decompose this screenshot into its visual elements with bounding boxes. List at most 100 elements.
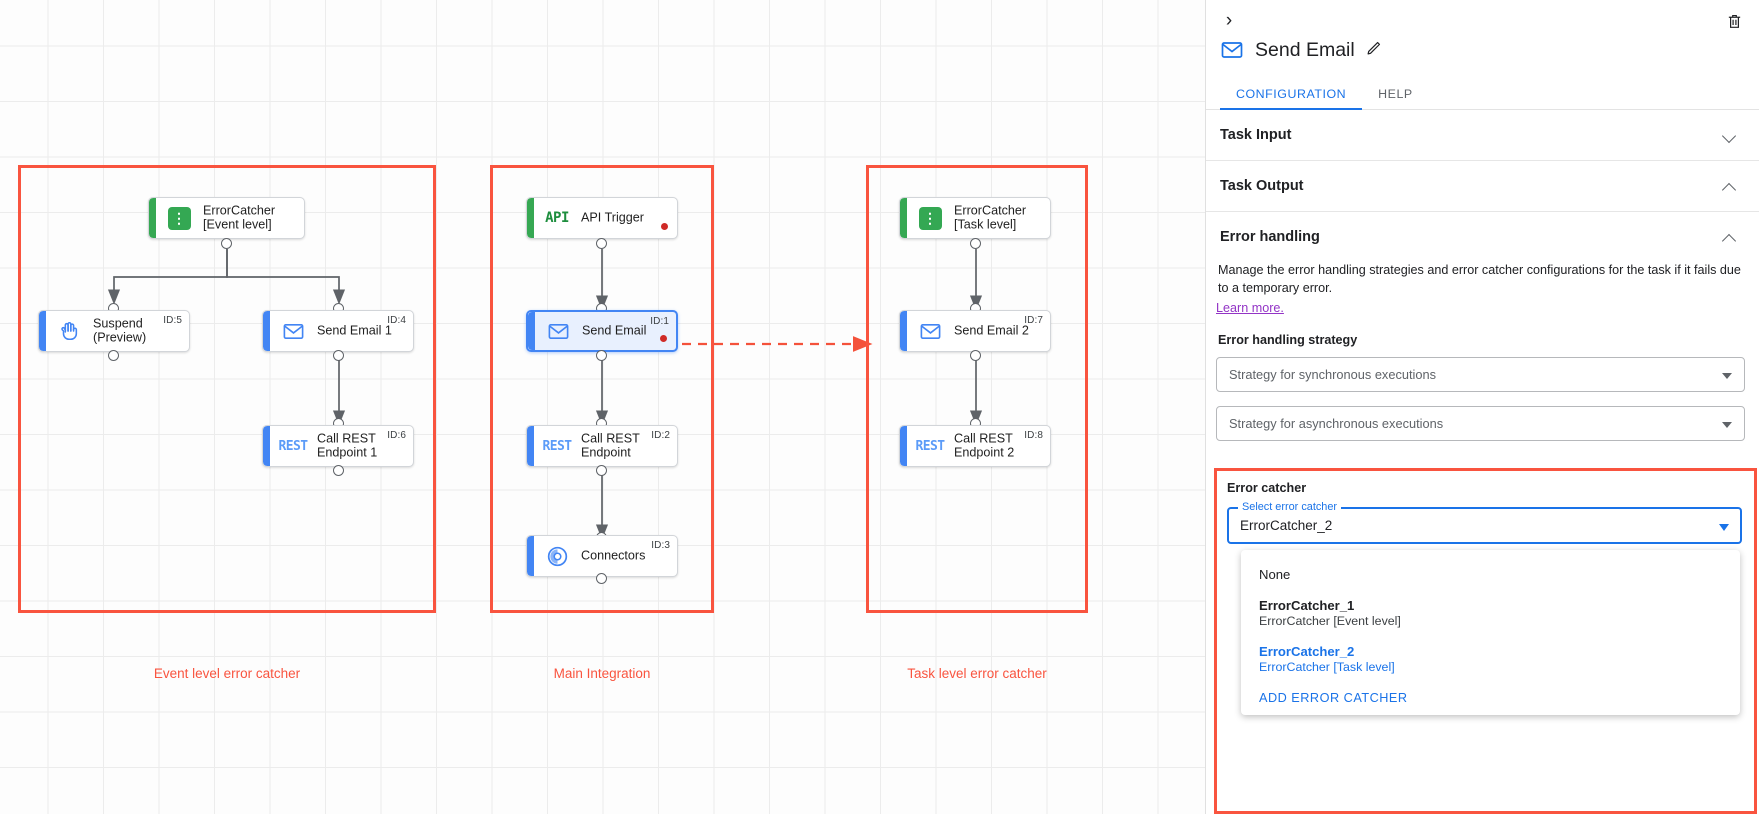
node-api-trigger[interactable]: API API Trigger [526,197,678,239]
sync-strategy-value: Strategy for synchronous executions [1229,367,1436,382]
section-header-error-handling[interactable]: Error handling [1206,212,1759,262]
mail-icon [1220,38,1244,62]
section-header-task-input[interactable]: Task Input [1206,110,1759,160]
chevron-down-icon [1723,128,1737,142]
page-title: Send Email [1255,38,1355,61]
option-primary: ErrorCatcher_1 [1259,598,1355,613]
option-secondary: ErrorCatcher [Event level] [1259,614,1401,628]
node-accent-bar [527,198,534,238]
chevron-down-icon [1722,372,1732,379]
node-call-rest-endpoint[interactable]: REST Call REST Endpoint ID:2 [526,425,678,467]
node-title: API Trigger [581,210,644,225]
node-port-out[interactable] [221,238,232,249]
rest-icon: REST [915,433,946,459]
option-secondary: ErrorCatcher [Task level] [1259,660,1395,674]
node-id-badge: ID:8 [1024,430,1043,441]
node-suspend[interactable]: Suspend (Preview) ID:5 [38,310,190,352]
rest-icon-label: REST [915,438,946,454]
panel-title-row: Send Email [1220,38,1383,62]
error-catcher-options-menu[interactable]: None ErrorCatcher_1 ErrorCatcher [Event … [1241,550,1740,715]
section-title: Task Input [1220,127,1292,143]
group-caption-task-level: Task level error catcher [907,666,1047,681]
sync-strategy-select[interactable]: Strategy for synchronous executions [1216,357,1745,392]
node-send-email-1[interactable]: Send Email 1 ID:4 [262,310,414,352]
node-port-out[interactable] [333,465,344,476]
node-title: Call REST Endpoint 2 [954,431,1015,459]
edit-pencil-icon[interactable] [1366,39,1383,61]
workflow-canvas[interactable]: Event level error catcher Main Integrati… [0,0,1205,814]
node-accent-bar [149,198,156,238]
node-title: ErrorCatcher [Event level] [203,203,276,231]
async-strategy-select[interactable]: Strategy for asynchronous executions [1216,406,1745,441]
group-box-event-level [18,165,436,613]
node-send-email[interactable]: Send Email ID:1 [526,310,678,352]
select-error-catcher-value: ErrorCatcher_2 [1240,518,1333,533]
error-catcher-label: Error catcher [1227,481,1307,495]
option-none[interactable]: None [1241,562,1740,587]
error-handling-description: Manage the error handling strategies and… [1218,263,1741,295]
select-error-catcher-legend: Select error catcher [1238,501,1342,513]
node-port-out[interactable] [596,238,607,249]
option-error-catcher-1[interactable]: ErrorCatcher_1 ErrorCatcher [Event level… [1241,593,1740,633]
node-call-rest-endpoint-1[interactable]: REST Call REST Endpoint 1 ID:6 [262,425,414,467]
mail-icon [280,318,306,344]
node-accent-bar [900,426,907,466]
node-title: Connectors [581,548,646,563]
node-accent-bar [527,536,534,576]
node-port-out[interactable] [596,465,607,476]
group-box-task-level [866,165,1088,613]
section-task-output: Task Output [1206,161,1759,212]
section-header-task-output[interactable]: Task Output [1206,161,1759,211]
tab-help[interactable]: HELP [1378,87,1413,101]
api-icon-label: API [545,210,569,226]
learn-more-link[interactable]: Learn more. [1216,301,1284,315]
node-port-out[interactable] [970,238,981,249]
section-task-input: Task Input [1206,110,1759,161]
node-error-catcher-event-level[interactable]: ⋮ ErrorCatcher [Event level] [148,197,305,239]
expand-panel-icon[interactable]: › [1225,10,1233,31]
node-title: ErrorCatcher [Task level] [954,203,1027,231]
group-caption-event-level: Event level error catcher [153,666,301,681]
node-title: Send Email [582,323,647,338]
node-port-out[interactable] [596,573,607,584]
node-error-catcher-task-level[interactable]: ⋮ ErrorCatcher [Task level] [899,197,1051,239]
node-title: Call REST Endpoint [581,431,640,459]
node-title: Send Email 1 [317,323,392,338]
node-id-badge: ID:4 [387,315,406,326]
error-catcher-icon: ⋮ [917,205,943,231]
node-port-out[interactable] [970,350,981,361]
node-port-out[interactable] [596,350,607,361]
error-handling-strategy-label: Error handling strategy [1218,333,1358,347]
node-accent-bar [528,312,535,350]
group-box-main-integration [490,165,714,613]
error-indicator-dot [660,335,667,342]
delete-icon[interactable] [1721,8,1747,34]
node-accent-bar [527,426,534,466]
api-icon: API [544,205,570,231]
chevron-down-icon [1719,523,1729,531]
node-accent-bar [900,311,907,351]
error-indicator-dot [661,223,668,230]
node-id-badge: ID:3 [651,540,670,551]
node-port-out[interactable] [108,350,119,361]
node-connectors[interactable]: Connectors ID:3 [526,535,678,577]
error-catcher-icon: ⋮ [166,205,192,231]
rest-icon-label: REST [278,438,309,454]
tab-configuration[interactable]: CONFIGURATION [1220,80,1363,110]
section-title: Error handling [1220,229,1320,245]
node-accent-bar [39,311,46,351]
select-error-catcher-dropdown[interactable]: Select error catcher ErrorCatcher_2 [1227,501,1742,544]
panel-header: › Send Email [1206,0,1759,80]
option-error-catcher-2[interactable]: ErrorCatcher_2 ErrorCatcher [Task level] [1241,639,1740,679]
option-primary: None [1259,567,1291,582]
add-error-catcher-button[interactable]: ADD ERROR CATCHER [1259,691,1408,705]
node-call-rest-endpoint-2[interactable]: REST Call REST Endpoint 2 ID:8 [899,425,1051,467]
node-title: Suspend (Preview) [93,316,147,344]
node-id-badge: ID:6 [387,430,406,441]
rest-icon-label: REST [542,438,573,454]
suspend-hand-icon [56,318,82,344]
node-send-email-2[interactable]: Send Email 2 ID:7 [899,310,1051,352]
node-port-out[interactable] [333,350,344,361]
rest-icon: REST [278,433,309,459]
option-primary: ErrorCatcher_2 [1259,644,1355,659]
